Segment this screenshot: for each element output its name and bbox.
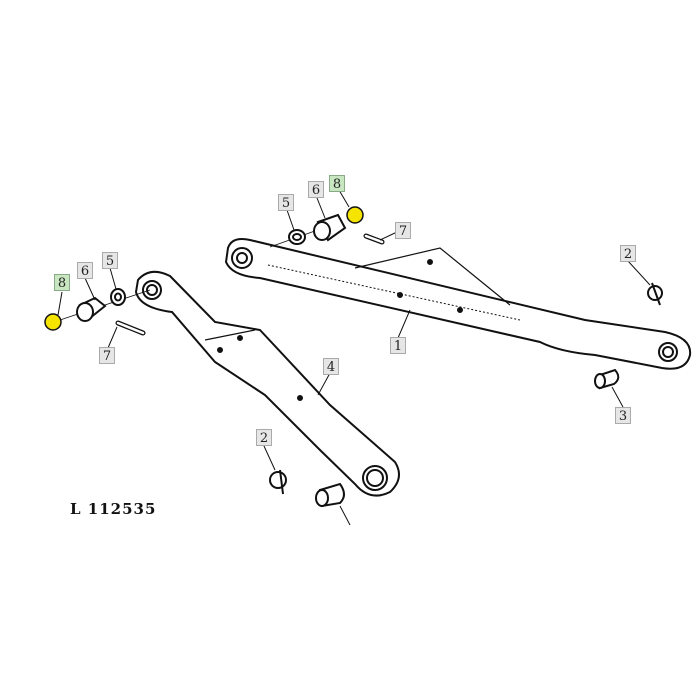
callout-4[interactable]: 4: [323, 358, 339, 375]
clip-8-left: [44, 313, 62, 331]
lower-link-arm-4[interactable]: [134, 270, 400, 497]
callout-8-upper[interactable]: 8: [329, 175, 345, 192]
callout-6-upper[interactable]: 6: [308, 181, 324, 198]
bushing-6-left: [76, 302, 94, 322]
upper-pin-assembly: [269, 206, 385, 248]
callout-2-right[interactable]: 2: [620, 245, 636, 262]
callout-1[interactable]: 1: [390, 337, 406, 354]
lower-link-arm-1[interactable]: [224, 238, 692, 370]
callout-3[interactable]: 3: [615, 407, 631, 424]
callout-2-lower[interactable]: 2: [256, 429, 272, 446]
pin-7-left: [116, 321, 145, 335]
callout-7-upper[interactable]: 7: [395, 222, 411, 239]
callout-8-left[interactable]: 8: [54, 274, 70, 291]
callout-6-left[interactable]: 6: [77, 262, 93, 279]
left-pin-assembly: [44, 288, 151, 336]
lynch-pin-2-lower: [269, 471, 287, 489]
callout-5-left[interactable]: 5: [102, 252, 118, 269]
reference-number: L 112535: [70, 500, 157, 518]
callout-5-upper[interactable]: 5: [278, 194, 294, 211]
washer-5-left: [110, 288, 126, 306]
callout-7-left[interactable]: 7: [99, 347, 115, 364]
